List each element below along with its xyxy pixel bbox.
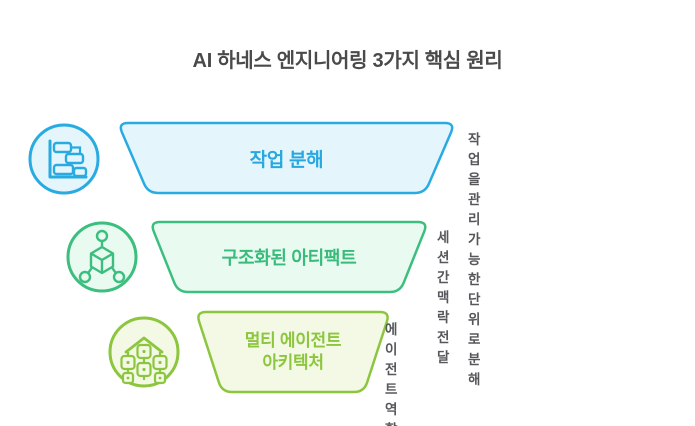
segment-label: 구조화된 아티팩트 [221,248,357,268]
segment-label: 멀티 에이전트 아키텍처 [244,331,342,372]
segment-label: 작업 분해 [249,149,324,171]
cube-network-icon [65,220,139,294]
principle-description: 세션 간 맥락 전달 [437,230,450,365]
gantt-chart-icon [27,122,101,196]
principle-description: 작업을 관리 가능한 단위로 분해 [468,132,481,387]
page-title: AI 하네스 엔지니어링 3가지 핵심 원리 [192,50,503,72]
funnel-segment-task-decomposition: 작업 분해 [118,121,455,195]
funnel-segment-structured-artifacts: 구조화된 아티팩트 [150,220,428,294]
agent-hierarchy-icon [107,315,181,389]
funnel-segment-multi-agent-architecture: 멀티 에이전트 아키텍처 [196,310,390,394]
principle-description: 에이전트 역할을 분리 [385,322,398,426]
